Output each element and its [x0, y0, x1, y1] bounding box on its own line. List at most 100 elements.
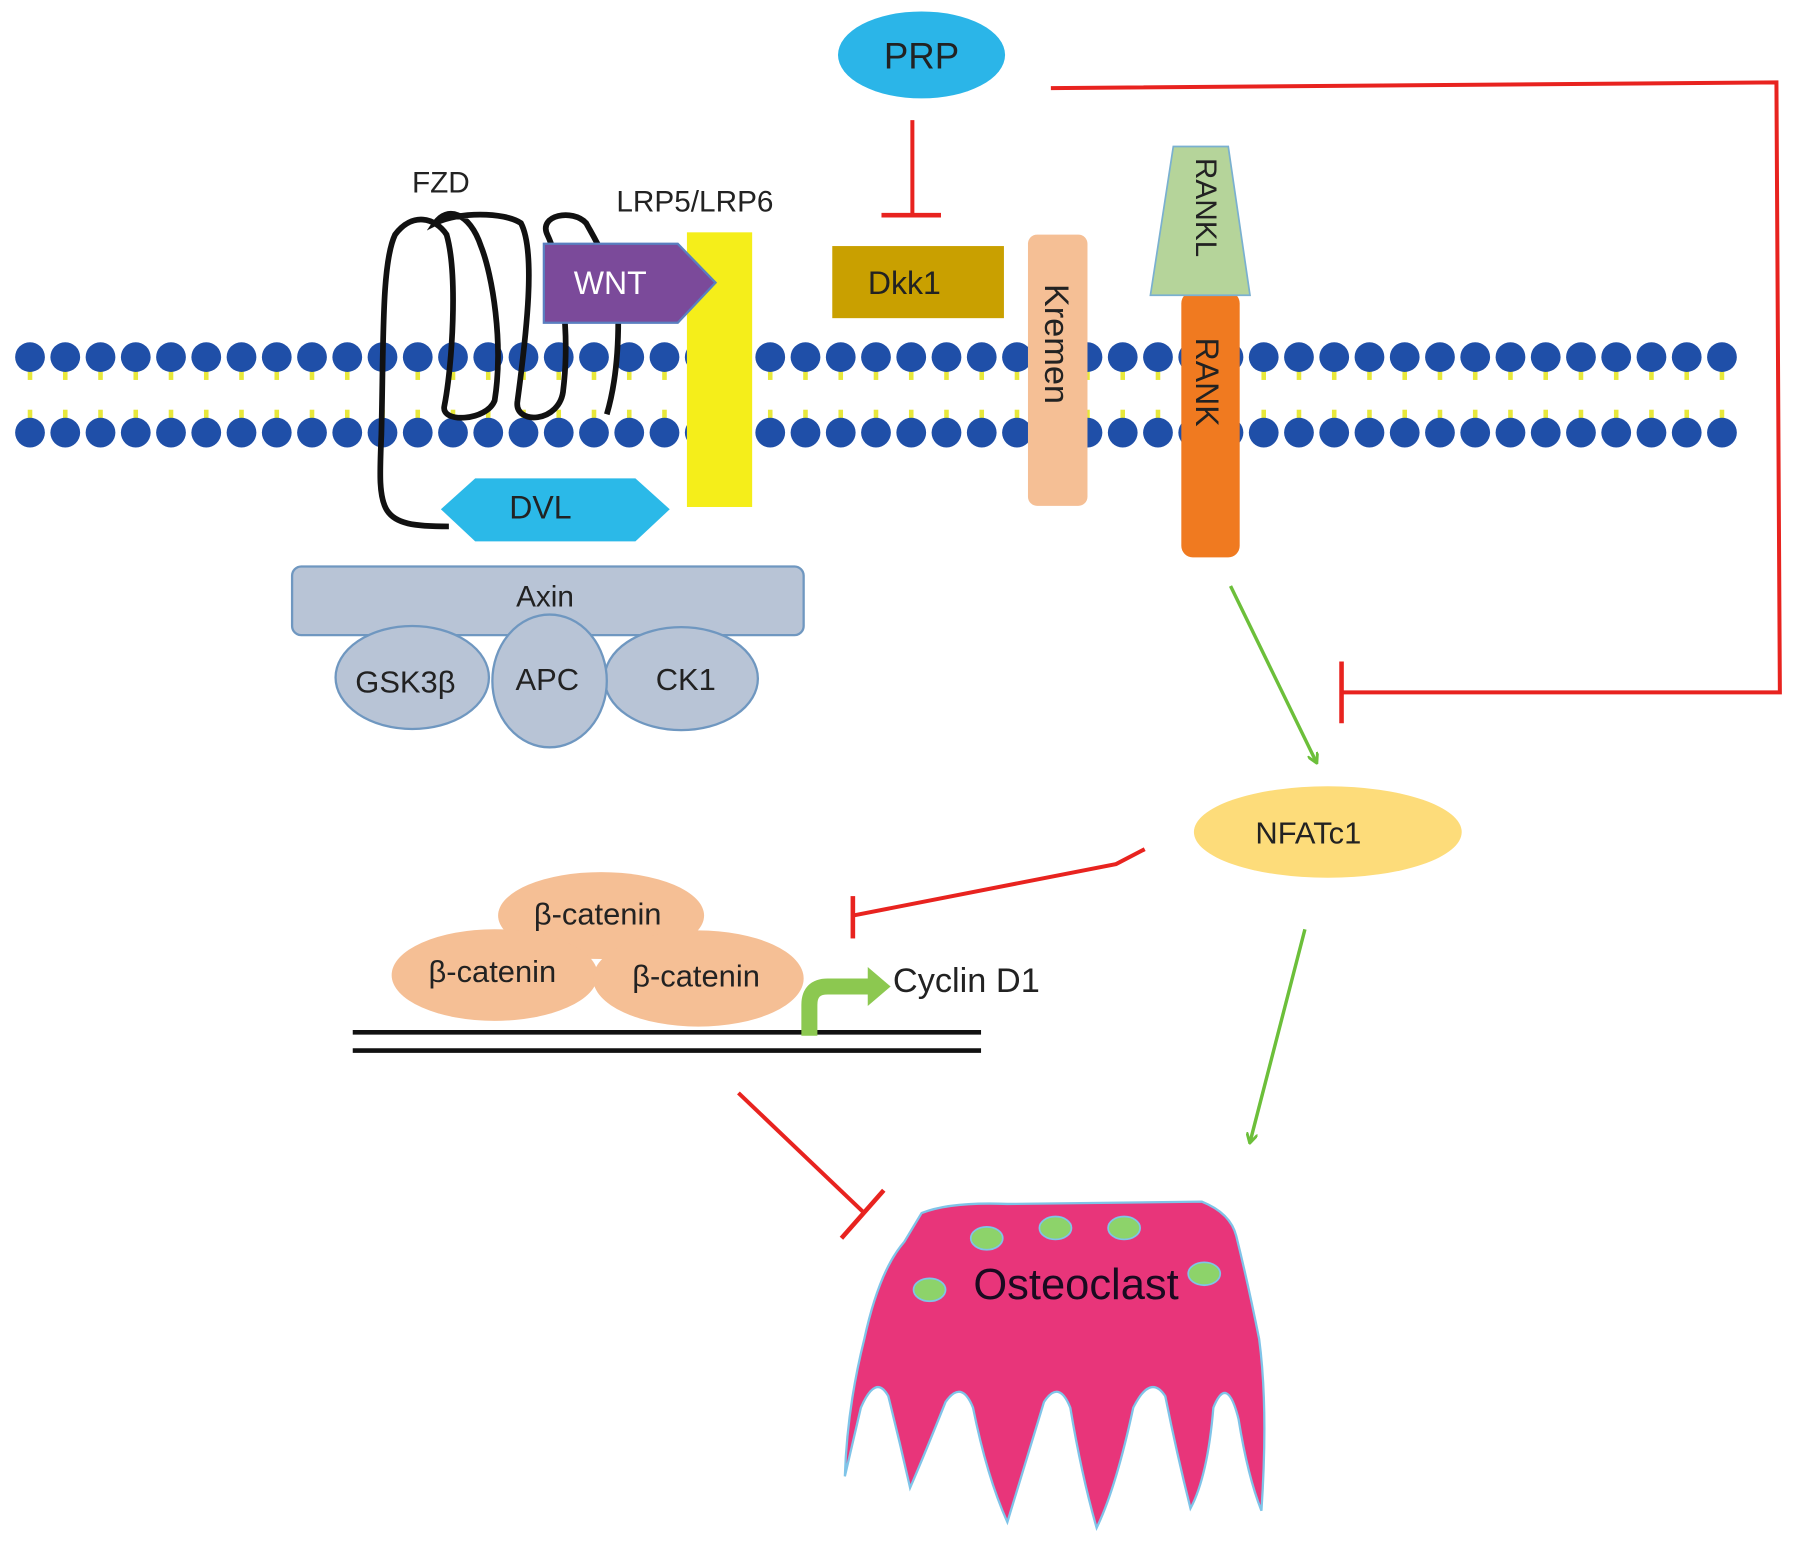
- lipid-head: [50, 417, 81, 448]
- lipid-head: [579, 417, 609, 448]
- lipid-head: [1601, 342, 1632, 372]
- dvl-node: [440, 478, 670, 542]
- prp-inhibits-nfatc1-line: [1050, 80, 1782, 695]
- dkk1-node: [832, 246, 1004, 319]
- lipid-head: [261, 342, 292, 372]
- lipid-head: [1707, 417, 1737, 448]
- lipid-head: [85, 342, 116, 372]
- lipid-head: [1530, 342, 1561, 372]
- lipid-head: [1319, 417, 1350, 448]
- lipid-head: [579, 342, 609, 372]
- lipid-head: [1425, 342, 1455, 372]
- lipid-head: [156, 342, 186, 372]
- lipid-head: [332, 342, 363, 372]
- nfatc1-node: [1193, 786, 1462, 878]
- lipid-head: [402, 342, 433, 372]
- bcatenin-label: β-catenin: [632, 959, 760, 994]
- lipid-head: [226, 342, 257, 372]
- lipid-head: [825, 417, 856, 448]
- lipid-head: [1460, 342, 1491, 372]
- lipid-head: [1566, 342, 1596, 372]
- lipid-head: [120, 342, 151, 372]
- lipid-head: [931, 417, 962, 448]
- lipid-head: [966, 342, 997, 372]
- rankl-label: RANKL: [1189, 158, 1222, 257]
- lipid-head: [438, 417, 468, 448]
- lipid-head: [1636, 417, 1667, 448]
- lipid-head: [1354, 417, 1385, 448]
- lipid-head: [402, 417, 433, 448]
- lrp-label: LRP5/LRP6: [616, 186, 773, 219]
- lipid-head: [297, 417, 327, 448]
- lipid-head: [191, 342, 222, 372]
- lipid-head: [543, 342, 574, 372]
- gsk3b-node: [334, 624, 491, 731]
- lipid-head: [1636, 342, 1667, 372]
- prp-label: PRP: [884, 36, 959, 77]
- lipid-head: [790, 417, 821, 448]
- lipid-head: [1566, 417, 1596, 448]
- lipid-head: [156, 417, 186, 448]
- lipid-head: [473, 417, 504, 448]
- lipid-head: [861, 342, 891, 372]
- lipid-head: [861, 417, 891, 448]
- lipid-head: [755, 417, 786, 448]
- nfatc1-activates-osteoclast-arrow: [1250, 928, 1307, 1142]
- lipid-head: [755, 342, 786, 372]
- cyclin-d1-label: Cyclin D1: [893, 962, 1040, 1000]
- nfatc1-label: NFATc1: [1255, 815, 1361, 850]
- lipid-head: [1707, 342, 1737, 372]
- wnt-ligand: [542, 242, 718, 324]
- lipid-head: [1671, 417, 1702, 448]
- rank-receptor: [1181, 291, 1240, 558]
- lipid-head: [1107, 417, 1138, 448]
- lipid-head: [1389, 417, 1420, 448]
- lipid-head: [1530, 417, 1561, 448]
- dkk1-label: Dkk1: [868, 265, 941, 301]
- wnt-label: WNT: [574, 265, 647, 301]
- lipid-head: [261, 417, 292, 448]
- lipid-head: [790, 342, 821, 372]
- dvl-label: DVL: [509, 489, 571, 525]
- lipid-head: [931, 342, 962, 372]
- lipid-head: [1143, 342, 1173, 372]
- lipid-head: [966, 417, 997, 448]
- transcription-start-arrow-icon: [801, 967, 891, 1036]
- apc-node: [491, 613, 608, 749]
- rank-activates-nfatc1-arrow: [1228, 585, 1317, 762]
- apc-label: APC: [516, 662, 580, 697]
- osteoclast-label: Osteoclast: [973, 1261, 1178, 1309]
- lipid-head: [1319, 342, 1350, 372]
- bcatenin-node: [391, 929, 598, 1021]
- osteoclast-cell: [843, 1200, 1266, 1532]
- nfatc1-inhibits-bcatenin-line: [852, 847, 1146, 918]
- lipid-head: [1248, 342, 1279, 372]
- lipid-head: [1248, 417, 1279, 448]
- lipid-head: [614, 342, 645, 372]
- lipid-head: [1107, 342, 1138, 372]
- lipid-head: [1354, 342, 1385, 372]
- lipid-head: [191, 417, 222, 448]
- rankl-ligand: [1149, 145, 1251, 297]
- lipid-head: [1389, 342, 1420, 372]
- rank-label: RANK: [1189, 338, 1225, 427]
- bcatenin-label: β-catenin: [534, 897, 662, 932]
- lipid-head: [1284, 417, 1314, 448]
- lipid-head: [649, 342, 680, 372]
- lipid-head: [508, 417, 539, 448]
- lipid-head: [649, 417, 680, 448]
- bcatenin-inhibits-osteoclast-line: [737, 1091, 866, 1215]
- lipid-head: [1601, 417, 1632, 448]
- lipid-head: [1460, 417, 1491, 448]
- lipid-head: [1002, 417, 1032, 448]
- gsk3b-label: GSK3β: [355, 664, 455, 699]
- lipid-head: [297, 342, 327, 372]
- lipid-head: [50, 342, 81, 372]
- kremen-label: Kremen: [1037, 284, 1075, 404]
- lipid-head: [896, 417, 927, 448]
- lipid-head: [1284, 342, 1314, 372]
- lipid-head: [614, 417, 645, 448]
- ck1-label: CK1: [656, 662, 716, 697]
- lipid-head: [543, 417, 574, 448]
